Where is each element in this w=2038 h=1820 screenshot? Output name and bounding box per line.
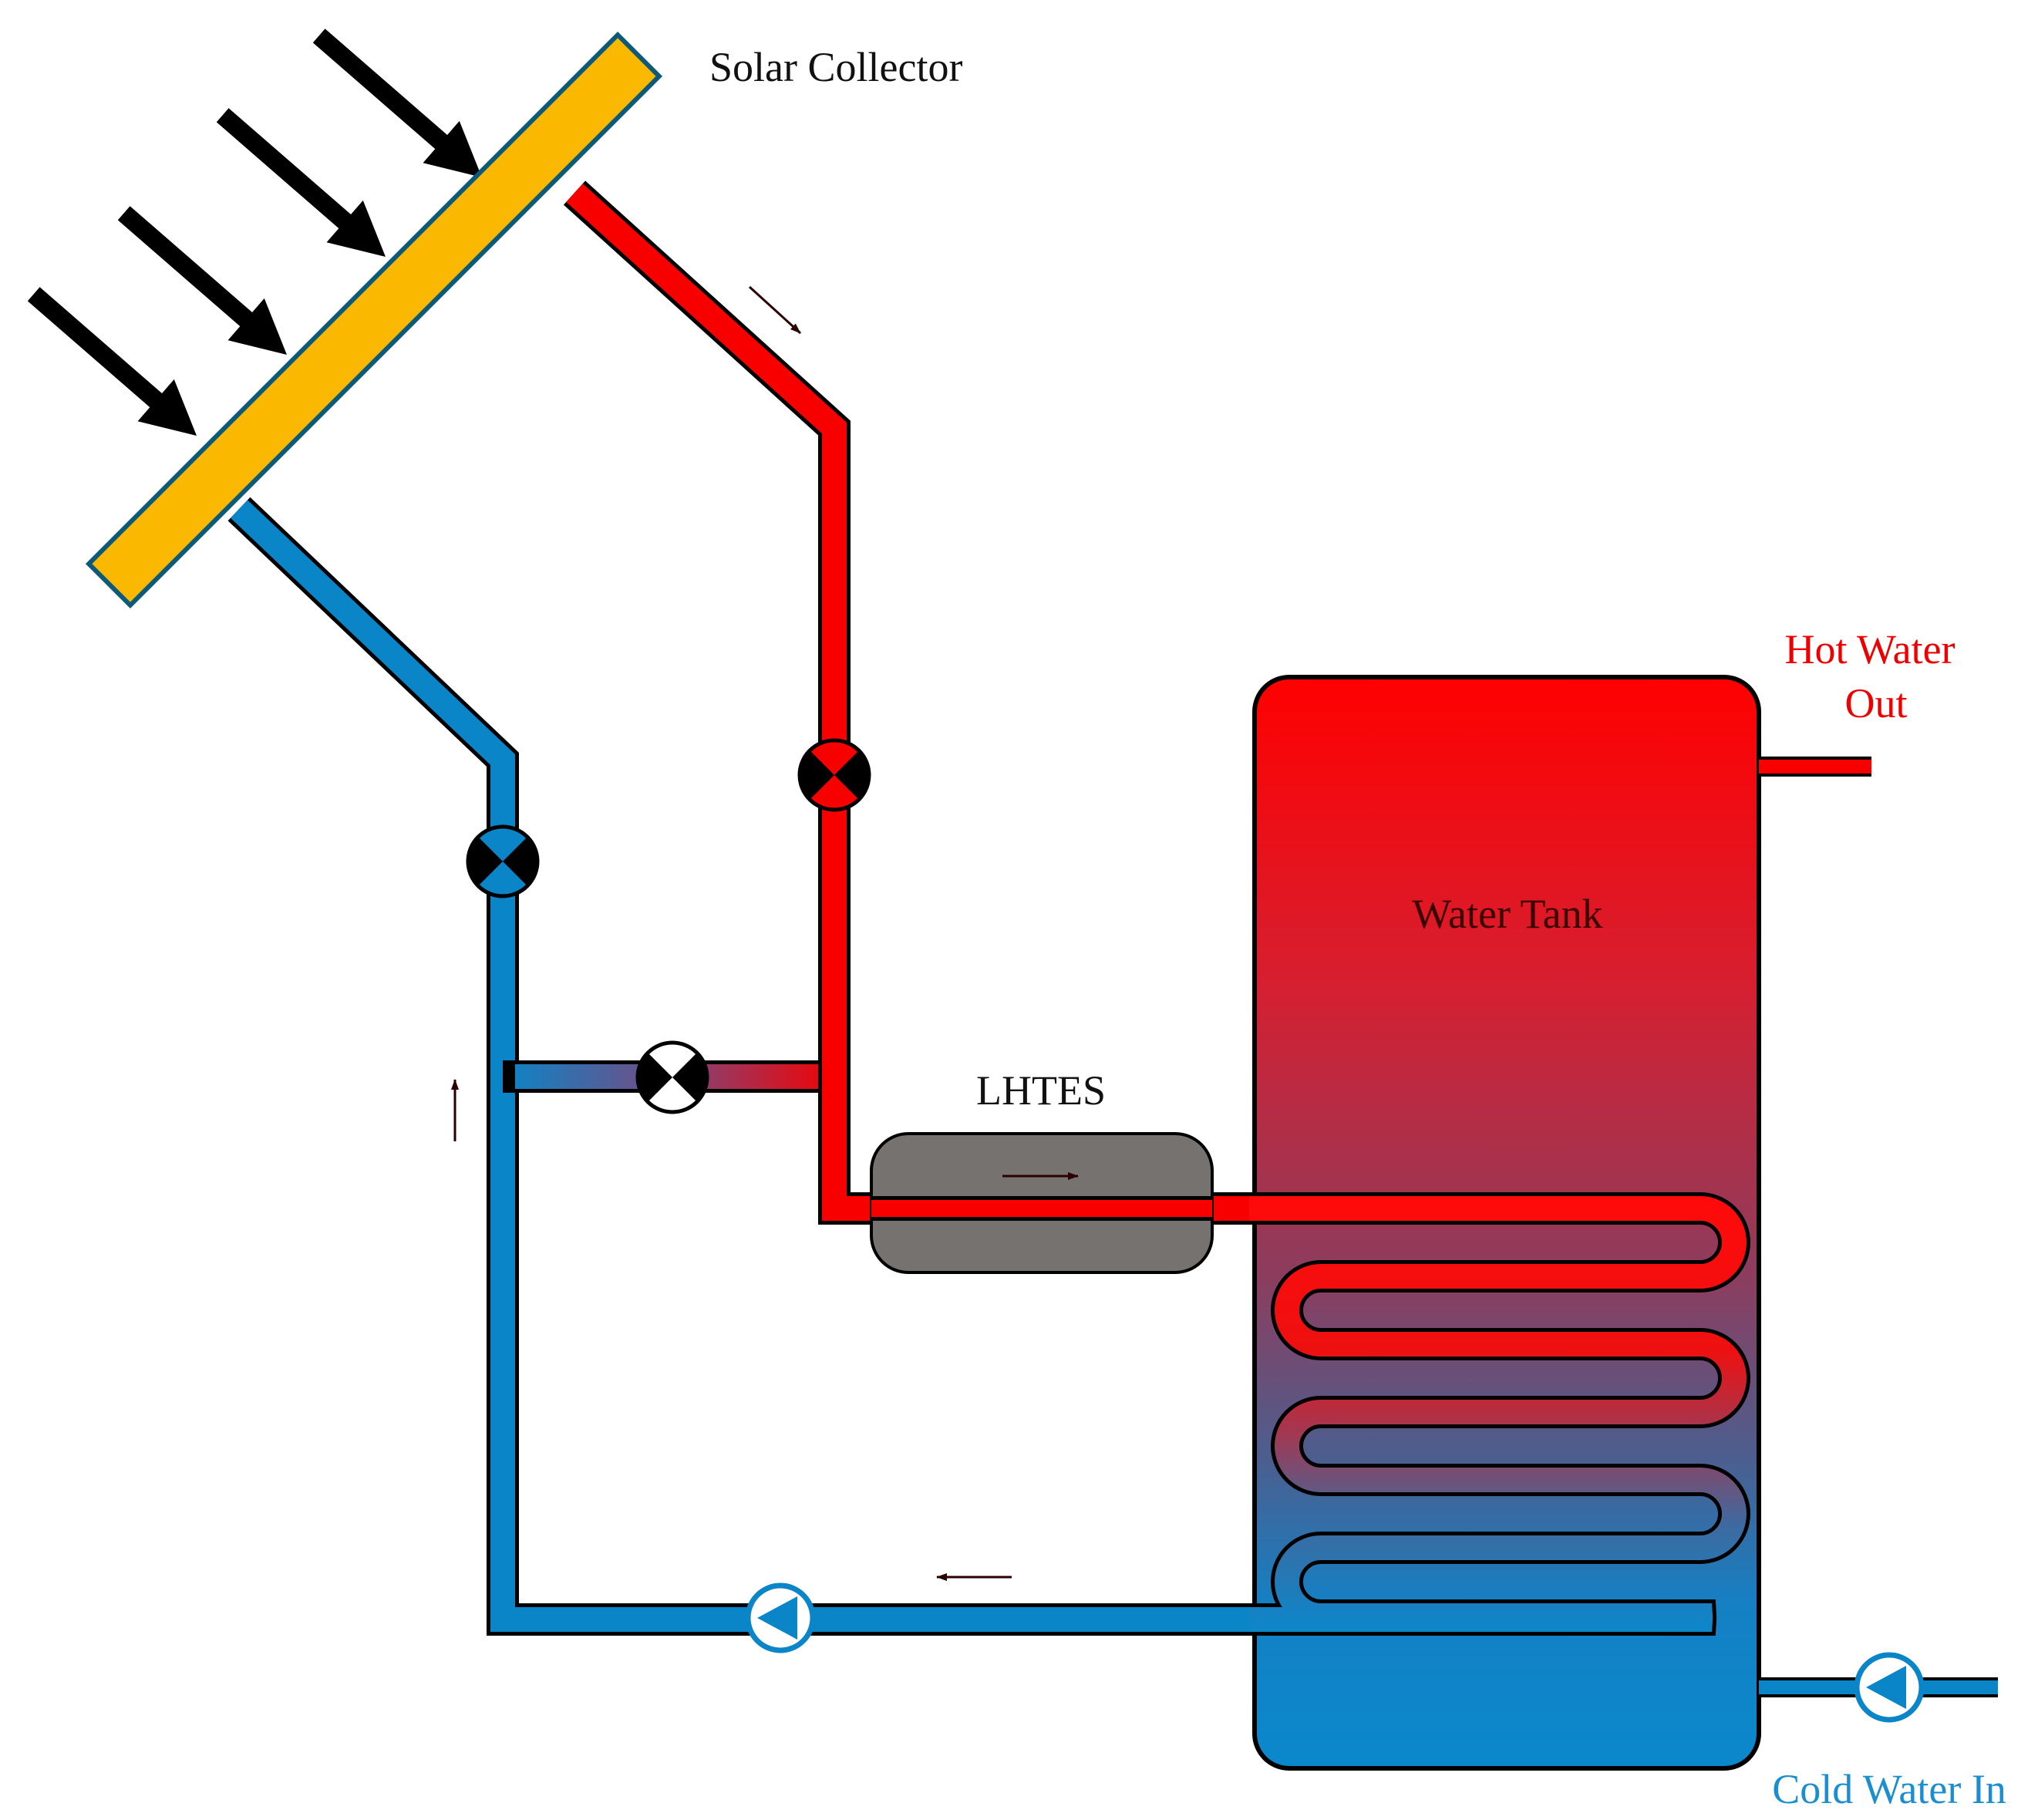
water-tank-label: Water Tank — [1412, 891, 1602, 937]
pump-icon[interactable] — [1854, 1652, 1925, 1723]
heat-exchanger-coil — [1249, 1192, 1750, 1636]
sun-ray-arrow-icon — [27, 287, 197, 436]
cold-return-pipe — [227, 497, 1249, 1636]
solar-collector-panel — [85, 31, 663, 609]
valve-icon[interactable] — [797, 738, 871, 812]
hot-water-out-pipe — [1759, 757, 1871, 777]
flow-arrows — [451, 285, 1079, 1581]
valve-icon[interactable] — [635, 1040, 709, 1114]
sun-ray-arrow-icon — [216, 108, 386, 257]
sun-ray-arrow-icon — [312, 29, 482, 177]
lhtes-unit — [870, 1132, 1214, 1274]
flow-arrow-icon — [748, 285, 802, 335]
sun-ray-arrow-icon — [117, 206, 287, 355]
hot-water-out-label-line1: Hot Water — [1784, 626, 1955, 672]
pump-icon[interactable] — [745, 1582, 816, 1653]
valve-icon[interactable] — [466, 824, 540, 898]
hot-water-out-label-line2: Out — [1845, 680, 1908, 726]
cold-water-in-label: Cold Water In — [1772, 1766, 2006, 1812]
solar-collector-label: Solar Collector — [709, 44, 962, 90]
lhtes-label: LHTES — [976, 1067, 1106, 1114]
sun-rays — [27, 29, 482, 436]
